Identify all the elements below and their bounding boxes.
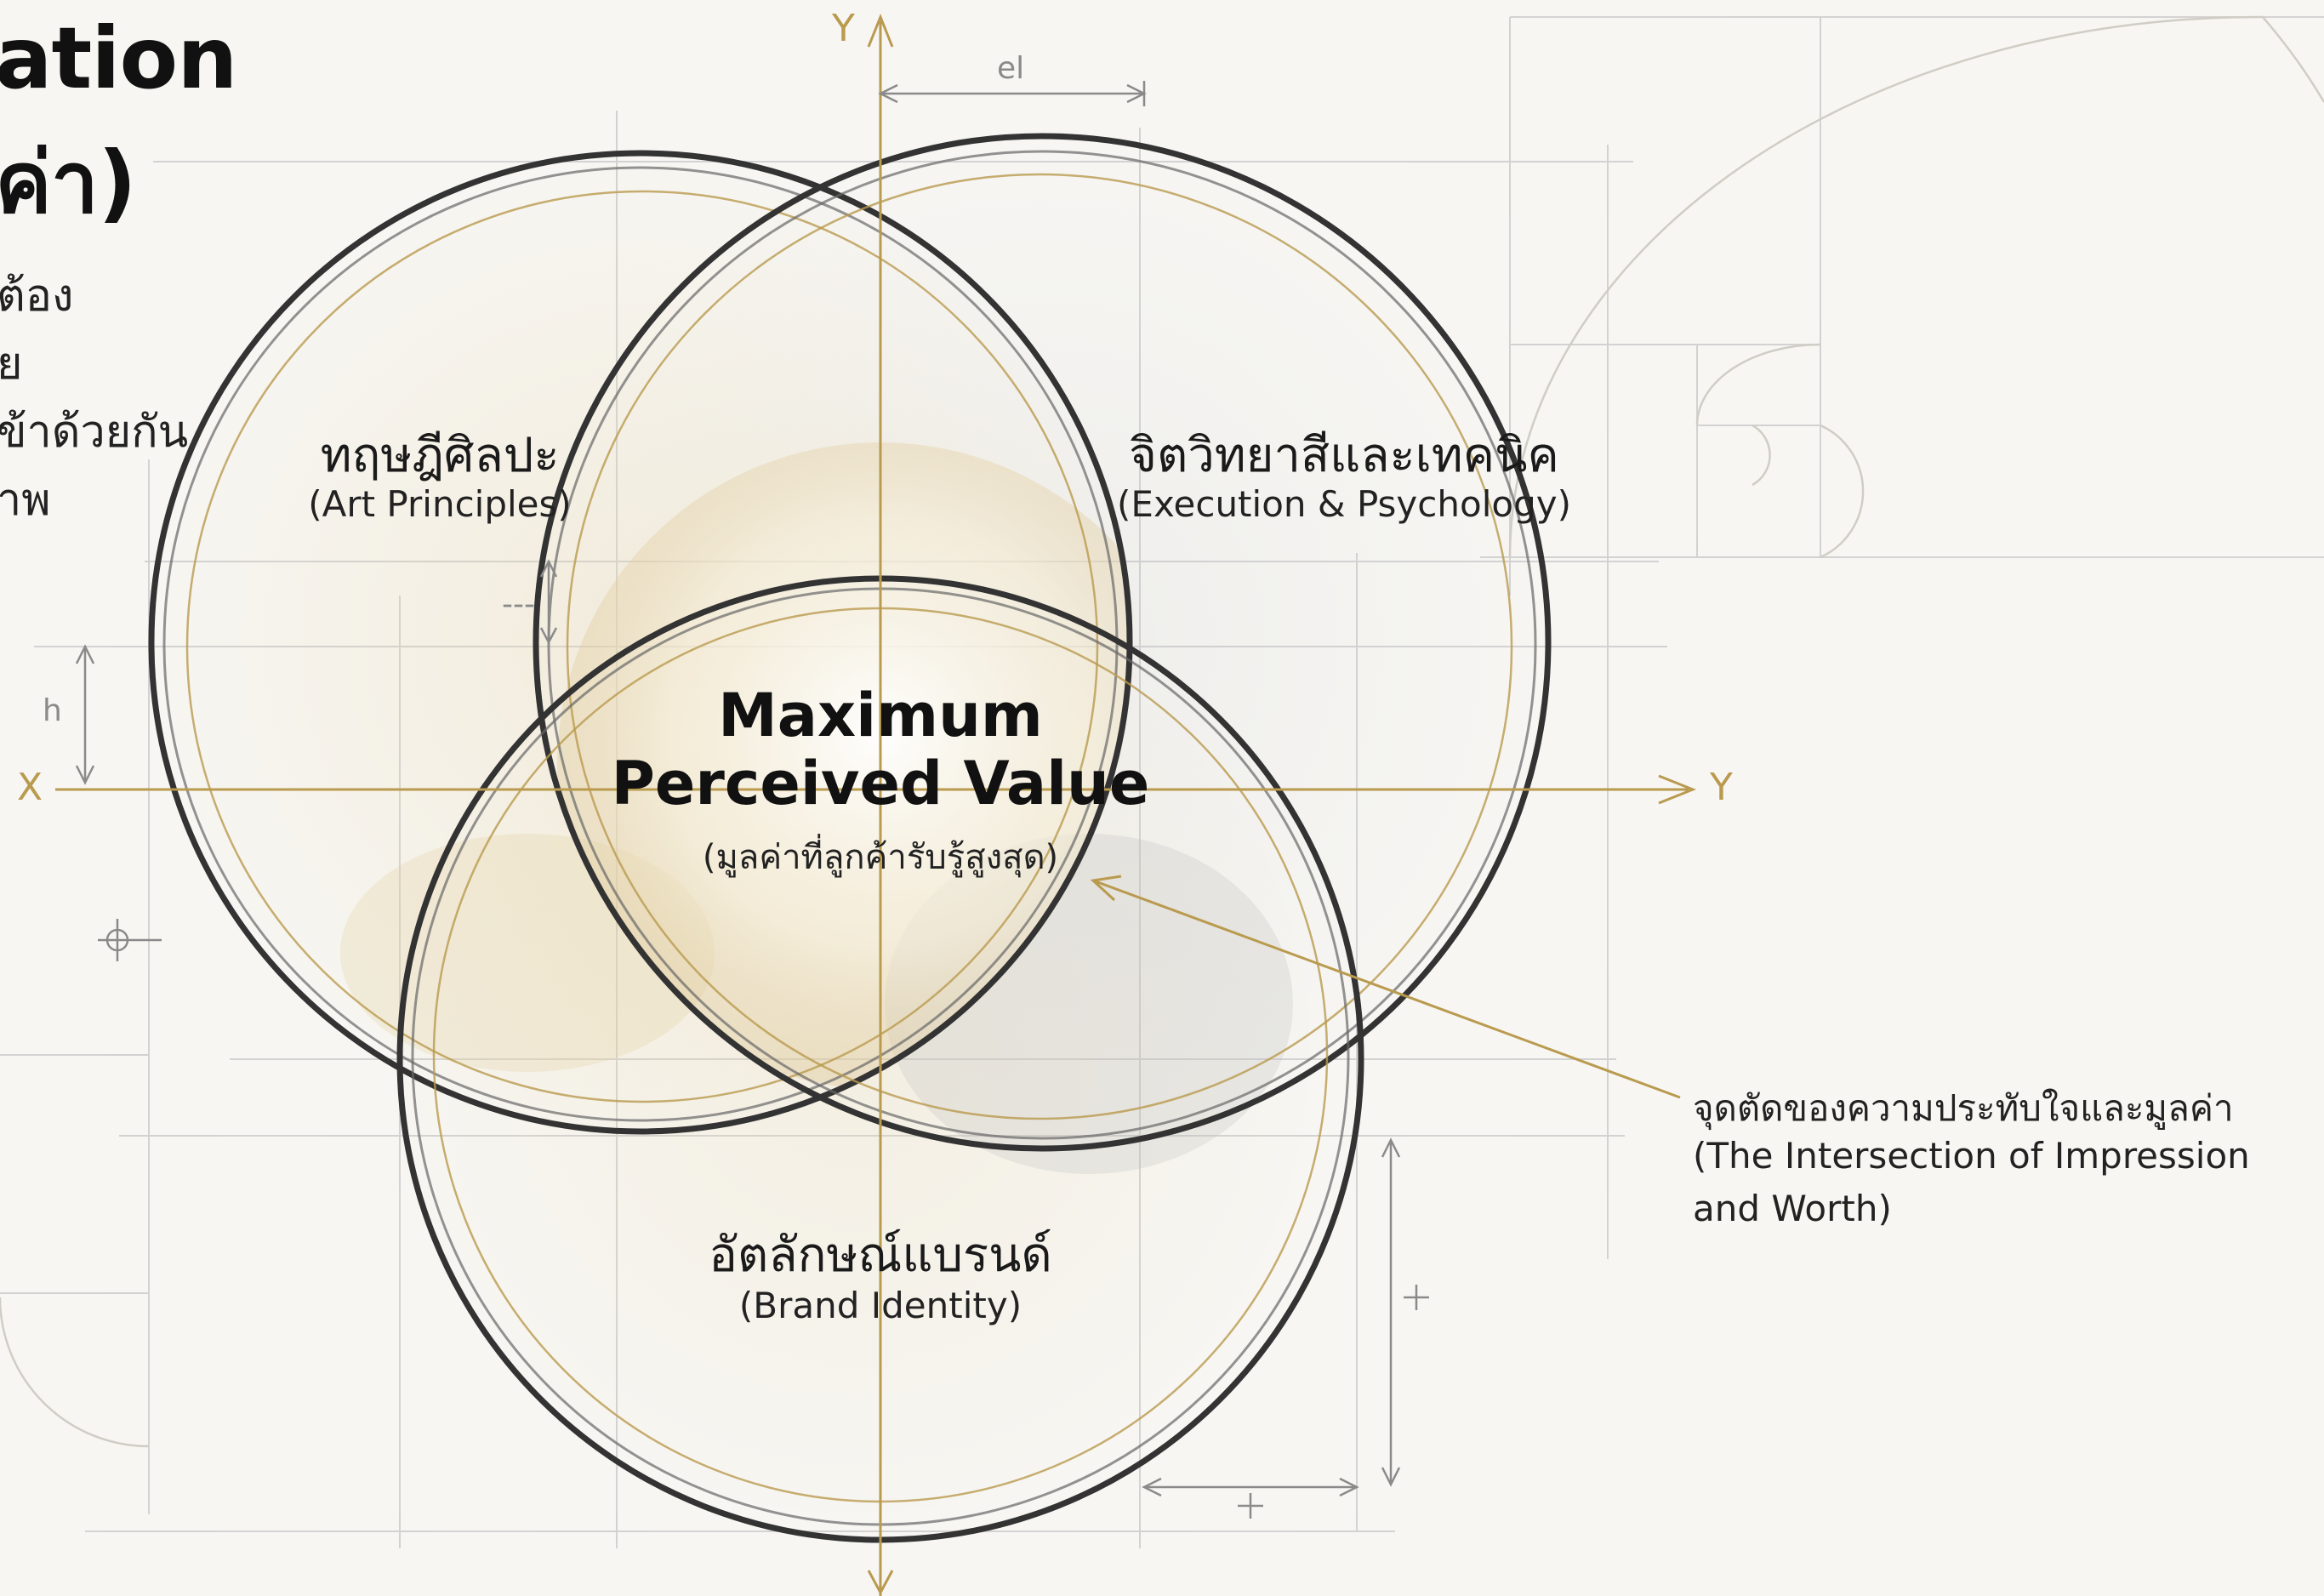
- execution-psychology-label-th: จิตวิทยาสีและเทคนิค: [1129, 428, 1559, 483]
- center-subtitle: (มูลค่าที่ลูกค้ารับรู้สูงสุด): [702, 838, 1059, 877]
- intro-line-2: ย: [0, 339, 23, 390]
- art-principles-label-th: ทฤษฎีศิลปะ: [320, 428, 560, 483]
- golden-spiral: [0, 15, 2324, 1448]
- dimension-label-left: h: [43, 693, 62, 728]
- execution-psychology-label-en: (Execution & Psychology): [1117, 483, 1571, 525]
- intro-line-1: ต้อง: [0, 271, 74, 322]
- callout-leader-line: [1092, 879, 1681, 1099]
- callout-line-1: จุดตัดของความประทับใจและมูลค่า: [1693, 1087, 2234, 1129]
- intro-line-3: ข้าด้วยกัน: [0, 407, 189, 458]
- center-title-line-1: Maximum: [718, 681, 1043, 750]
- callout-line-2: (The Intersection of Impression: [1693, 1135, 2250, 1177]
- circle-execution-psychology: [533, 133, 1552, 1152]
- intro-line-4: าพ: [0, 475, 51, 526]
- center-title-line-2: Perceived Value: [611, 749, 1150, 818]
- x-axis-label: X: [17, 766, 43, 809]
- dimension-label-top: el: [997, 51, 1025, 86]
- callout-line-3: and Worth): [1693, 1188, 1892, 1229]
- page-title-line-2: ค่า): [0, 133, 137, 232]
- dimension-label-mid: ---: [502, 587, 535, 622]
- brand-identity-label-en: (Brand Identity): [738, 1285, 1022, 1326]
- dimension-marks: [75, 81, 1429, 1519]
- art-principles-label-en: (Art Principles): [308, 483, 572, 525]
- page-title-line-1: ation: [0, 9, 237, 108]
- y-axis-right-label: Y: [1710, 766, 1733, 809]
- brand-identity-label-th: อัตลักษณ์แบรนด์: [709, 1228, 1052, 1283]
- axes: [55, 13, 1697, 1596]
- y-axis-top-label: Y: [832, 7, 855, 50]
